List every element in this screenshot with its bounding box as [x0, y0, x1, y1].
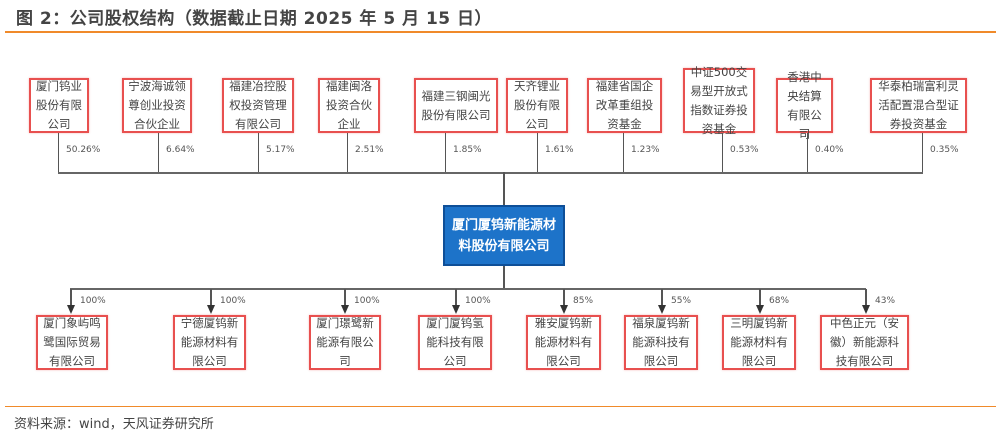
connector-line	[58, 133, 59, 173]
shareholding-percent: 0.40%	[815, 145, 844, 155]
holding-percent: 100%	[220, 296, 246, 306]
holding-percent: 68%	[769, 296, 790, 306]
subsidiary-box: 福泉厦钨新能源科技有限公司	[624, 315, 698, 370]
holding-percent: 100%	[354, 296, 380, 306]
shareholding-percent: 1.61%	[545, 145, 574, 155]
connector-line	[344, 289, 346, 307]
source-note: 资料来源：wind，天风证券研究所	[14, 417, 214, 432]
holding-percent: 85%	[573, 296, 594, 306]
arrow-down-icon	[452, 305, 460, 314]
connector-line	[210, 289, 212, 307]
arrow-down-icon	[862, 305, 870, 314]
figure-title: 图 2：公司股权结构（数据截止日期 2025 年 5 月 15 日）	[16, 9, 493, 29]
holding-percent: 100%	[465, 296, 491, 306]
holding-percent: 55%	[671, 296, 692, 306]
arrow-down-icon	[756, 305, 764, 314]
connector-line	[722, 133, 723, 173]
shareholder-box: 福建闽洛投资合伙企业	[318, 78, 380, 133]
shareholder-box: 华泰柏瑞富利灵活配置混合型证券投资基金	[870, 78, 967, 133]
shareholding-percent: 6.64%	[166, 145, 195, 155]
shareholder-box: 福建三钢闽光股份有限公司	[414, 78, 498, 133]
subsidiary-box: 三明厦钨新能源材料有限公司	[722, 315, 796, 370]
shareholding-percent: 2.51%	[355, 145, 384, 155]
connector-line	[70, 289, 72, 307]
subsidiary-box: 厦门厦钨氢能科技有限公司	[418, 315, 492, 370]
arrow-down-icon	[560, 305, 568, 314]
connector-line	[455, 289, 457, 307]
connector-line	[661, 289, 663, 307]
connector-line	[759, 289, 761, 307]
connector-line	[922, 133, 923, 173]
shareholding-percent: 1.85%	[453, 145, 482, 155]
connector-line	[503, 172, 505, 205]
connector-line	[158, 133, 159, 173]
holding-percent: 100%	[80, 296, 106, 306]
holding-percent: 43%	[875, 296, 896, 306]
shareholder-box: 厦门钨业股份有限公司	[29, 78, 89, 133]
connector-bus	[58, 172, 923, 174]
subsidiary-box: 中色正元（安徽）新能源科技有限公司	[820, 315, 909, 370]
company-box: 厦门厦钨新能源材料股份有限公司	[443, 205, 565, 266]
arrow-down-icon	[341, 305, 349, 314]
shareholder-box: 福建省国企改革重组投资基金	[587, 78, 662, 133]
shareholding-percent: 0.53%	[730, 145, 759, 155]
subsidiary-box: 雅安厦钨新能源材料有限公司	[526, 315, 601, 370]
shareholding-percent: 5.17%	[266, 145, 295, 155]
shareholder-box: 中证500交易型开放式指数证券投资基金	[683, 65, 755, 136]
arrow-down-icon	[658, 305, 666, 314]
connector-line	[347, 133, 348, 173]
subsidiary-box: 厦门璟鹭新能源有限公司	[309, 315, 381, 370]
connector-line	[563, 289, 565, 307]
connector-line	[807, 133, 808, 173]
connector-bus	[70, 288, 866, 290]
connector-line	[445, 133, 446, 173]
connector-line	[503, 266, 505, 289]
connector-line	[865, 289, 867, 307]
subsidiary-box: 宁德厦钨新能源材料有限公司	[173, 315, 246, 370]
shareholding-percent: 0.35%	[930, 145, 959, 155]
arrow-down-icon	[207, 305, 215, 314]
shareholding-percent: 50.26%	[66, 145, 101, 155]
connector-line	[623, 133, 624, 173]
connector-line	[258, 133, 259, 173]
connector-line	[537, 133, 538, 173]
shareholder-box: 天齐锂业股份有限公司	[506, 78, 568, 133]
source-divider	[5, 406, 996, 407]
shareholding-percent: 1.23%	[631, 145, 660, 155]
shareholder-box: 香港中央结算有限公司	[776, 70, 833, 141]
shareholder-box: 宁波海诚领尊创业投资合伙企业	[122, 78, 192, 133]
subsidiary-box: 厦门象屿鸣鹭国际贸易有限公司	[36, 315, 108, 370]
arrow-down-icon	[67, 305, 75, 314]
title-divider	[5, 31, 996, 33]
shareholder-box: 福建冶控股权投资管理有限公司	[222, 78, 294, 133]
